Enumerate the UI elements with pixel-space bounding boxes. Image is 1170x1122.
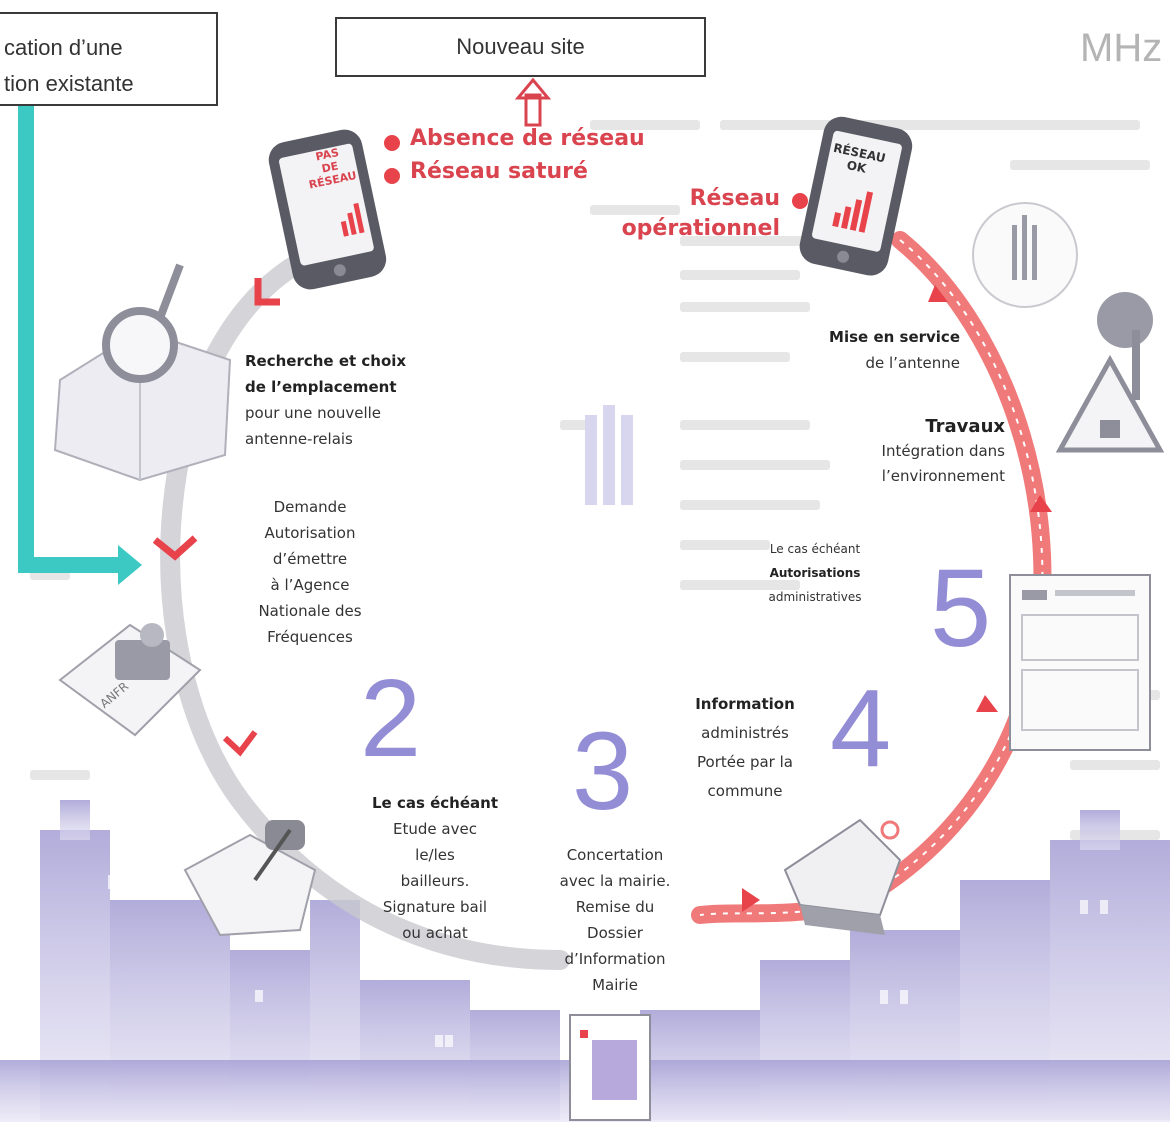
- network-operational-line1: Réseau: [689, 186, 780, 211]
- step-concertation-line3: Remise du: [575, 898, 655, 916]
- step-search-line4: antenne-relais: [245, 430, 353, 448]
- network-operational-line2: opérationnel: [621, 216, 780, 241]
- step-request-line5: Nationale des: [258, 602, 362, 620]
- bullet-icon: [792, 193, 808, 209]
- stamp-document-icon: [58, 623, 202, 737]
- step-number-3: 3: [572, 710, 634, 833]
- step-information-line2: administrés: [701, 724, 789, 742]
- teal-flow-arrow: [18, 95, 120, 573]
- step-concertation-line2: avec la mairie.: [559, 872, 671, 890]
- existing-station-line2: tion existante: [4, 71, 134, 96]
- step-number-5: 5: [930, 547, 992, 670]
- ghost-line: [680, 460, 830, 470]
- ghost-line: [560, 420, 590, 430]
- step-request-line3: d’émettre: [272, 550, 348, 568]
- step-request-line4: à l’Agence: [270, 576, 350, 594]
- step-information-line3: Portée par la: [697, 753, 793, 771]
- step-number-4: 4: [830, 667, 892, 790]
- step-anfr-request: Demande Autorisation d’émettre à l’Agenc…: [225, 494, 395, 650]
- corner-mark-icon: [254, 278, 280, 306]
- step-number-2: 2: [360, 657, 422, 780]
- step-lease-line5: Signature bail: [382, 898, 488, 916]
- new-site-box: Nouveau site: [335, 17, 706, 77]
- step-commissioning: Mise en service de l’antenne: [790, 324, 960, 376]
- step-works-line1: Intégration dans: [881, 442, 1005, 460]
- step-works-line2: l’environnement: [881, 467, 1005, 485]
- bullet-icon: [384, 168, 400, 184]
- signature-contract-icon: [183, 820, 317, 937]
- city-windows: [108, 875, 1108, 1047]
- existing-station-line1: cation d’une: [4, 35, 123, 60]
- works-warning-icon: [1055, 292, 1165, 453]
- step-search-line3: pour une nouvelle: [245, 404, 382, 422]
- step-request-line6: Fréquences: [267, 628, 353, 646]
- ghost-line: [30, 770, 90, 780]
- existing-station-modification-box: cation d’une tion existante: [0, 12, 218, 106]
- ghost-line: [680, 236, 820, 246]
- up-arrow-icon: [514, 77, 552, 127]
- background-corner-text: MHz: [1080, 26, 1163, 70]
- step-concertation-line4: Dossier: [587, 924, 643, 942]
- dossier-document-icon: [569, 1014, 651, 1121]
- book-icon: [783, 818, 902, 935]
- antenna-icon: [972, 202, 1078, 308]
- step-town-hall-concertation: Concertation avec la mairie. Remise du D…: [535, 842, 695, 998]
- ghost-line: [1010, 160, 1150, 170]
- ghost-line: [590, 205, 680, 215]
- step-service-line2: de l’antenne: [865, 354, 960, 372]
- step-search-line2: de l’emplacement: [245, 378, 397, 396]
- step-lease-line1: Le cas échéant: [371, 794, 498, 812]
- step-service-line1: Mise en service: [829, 328, 960, 346]
- administrative-form-icon: [1009, 574, 1151, 751]
- check-icon: [222, 730, 258, 757]
- step-works-title: Travaux: [925, 416, 1005, 437]
- ghost-line: [30, 570, 70, 580]
- step-works: Travaux Intégration dans l’environnement: [835, 414, 1005, 489]
- step-request-line1: Demande: [273, 498, 347, 516]
- step-search-line1: Recherche et choix: [245, 352, 407, 370]
- step-search-location: Recherche et choix de l’emplacement pour…: [245, 348, 406, 452]
- network-operational: Réseau opérationnel: [600, 184, 780, 244]
- new-site-label: Nouveau site: [456, 34, 585, 59]
- problem-no-network: Absence de réseau: [410, 126, 645, 151]
- step-information-line1: Information: [695, 695, 795, 713]
- step-lease-signature: Le cas échéant Etude avec le/les bailleu…: [355, 790, 515, 946]
- ghost-line: [1070, 760, 1160, 770]
- check-icon: [152, 535, 198, 561]
- bullet-icon: [384, 135, 400, 151]
- ghost-line: [680, 500, 820, 510]
- cycle-node: [880, 820, 900, 840]
- problem-saturated-network: Réseau saturé: [410, 159, 588, 184]
- ghost-line: [680, 352, 790, 362]
- step-residents-information: Information administrés Portée par la co…: [670, 690, 820, 806]
- step-lease-line2: Etude avec: [393, 820, 477, 838]
- cycle-arc-arrows: [742, 285, 1052, 912]
- step-lease-line4: bailleurs.: [400, 872, 470, 890]
- phone-no-network-icon: [268, 129, 387, 290]
- step-authorizations-line2: Autorisations: [769, 566, 861, 580]
- step-concertation-line6: Mairie: [592, 976, 638, 994]
- step-administrative-authorizations: Le cas échéant Autorisations administrat…: [745, 537, 885, 609]
- ghost-line: [680, 302, 810, 312]
- ghost-line: [590, 120, 700, 130]
- ghost-line: [680, 540, 770, 550]
- map-magnifier-icon: [53, 263, 232, 482]
- step-authorizations-line3: administratives: [768, 590, 862, 604]
- step-concertation-line5: d’Information: [564, 950, 666, 968]
- ghost-line: [680, 420, 810, 430]
- ghost-line: [720, 120, 1140, 130]
- ghost-line: [680, 580, 800, 590]
- step-request-line2: Autorisation: [264, 524, 356, 542]
- step-lease-line6: ou achat: [402, 924, 468, 942]
- phone-network-ok-icon: [799, 116, 913, 276]
- step-concertation-line1: Concertation: [566, 846, 664, 864]
- antenna-faint-icon: [585, 405, 633, 505]
- step-information-line4: commune: [707, 782, 783, 800]
- step-lease-line3: le/les: [415, 846, 455, 864]
- step-authorizations-line1: Le cas échéant: [769, 542, 861, 556]
- ghost-line: [680, 270, 800, 280]
